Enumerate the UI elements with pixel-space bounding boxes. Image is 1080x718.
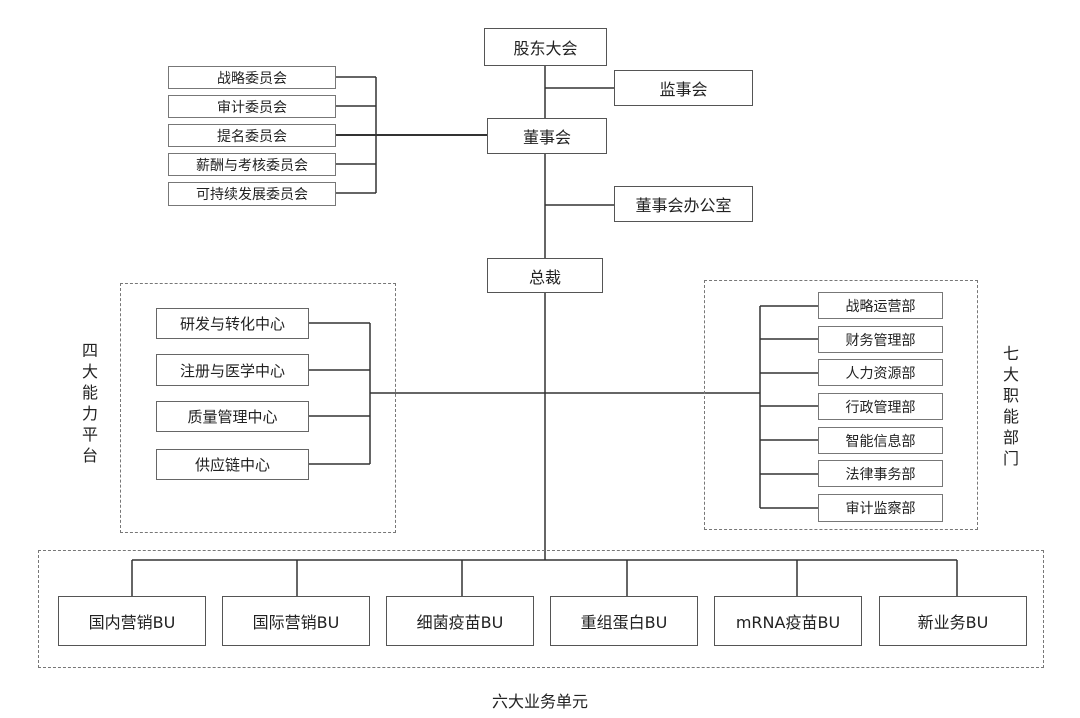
board-box: 董事会 (487, 118, 607, 154)
dept-admin: 行政管理部 (818, 393, 943, 420)
platforms-group (120, 283, 396, 533)
bu-bacterial-vaccine: 细菌疫苗BU (386, 596, 534, 646)
business-units-group (38, 550, 1044, 668)
committee-sustainability: 可持续发展委员会 (168, 182, 336, 206)
committee-compensation: 薪酬与考核委员会 (168, 153, 336, 176)
dept-audit-supervision: 审计监察部 (818, 494, 943, 522)
board-office-box: 董事会办公室 (614, 186, 753, 222)
bu-international-marketing: 国际营销BU (222, 596, 370, 646)
dept-finance: 财务管理部 (818, 326, 943, 353)
bu-new-business: 新业务BU (879, 596, 1027, 646)
dept-it: 智能信息部 (818, 427, 943, 454)
committee-nomination: 提名委员会 (168, 124, 336, 147)
ceo-box: 总裁 (487, 258, 603, 293)
functions-title: 七大职能部门 (1002, 344, 1019, 468)
platform-quality: 质量管理中心 (156, 401, 309, 432)
platform-supply-chain: 供应链中心 (156, 449, 309, 480)
platform-rnd: 研发与转化中心 (156, 308, 309, 339)
functions-group (704, 280, 978, 530)
platform-registration: 注册与医学中心 (156, 354, 309, 386)
committee-audit: 审计委员会 (168, 95, 336, 118)
dept-hr: 人力资源部 (818, 359, 943, 386)
bu-domestic-marketing: 国内营销BU (58, 596, 206, 646)
bu-recombinant-protein: 重组蛋白BU (550, 596, 698, 646)
dept-legal: 法律事务部 (818, 460, 943, 487)
bu-mrna-vaccine: mRNA疫苗BU (714, 596, 862, 646)
supervisory-board-box: 监事会 (614, 70, 753, 106)
platforms-title: 四大能力平台 (81, 341, 98, 465)
business-units-title: 六大业务单元 (492, 692, 589, 711)
committee-strategy: 战略委员会 (168, 66, 336, 89)
shareholders-box: 股东大会 (484, 28, 607, 66)
dept-strategy-ops: 战略运营部 (818, 292, 943, 319)
